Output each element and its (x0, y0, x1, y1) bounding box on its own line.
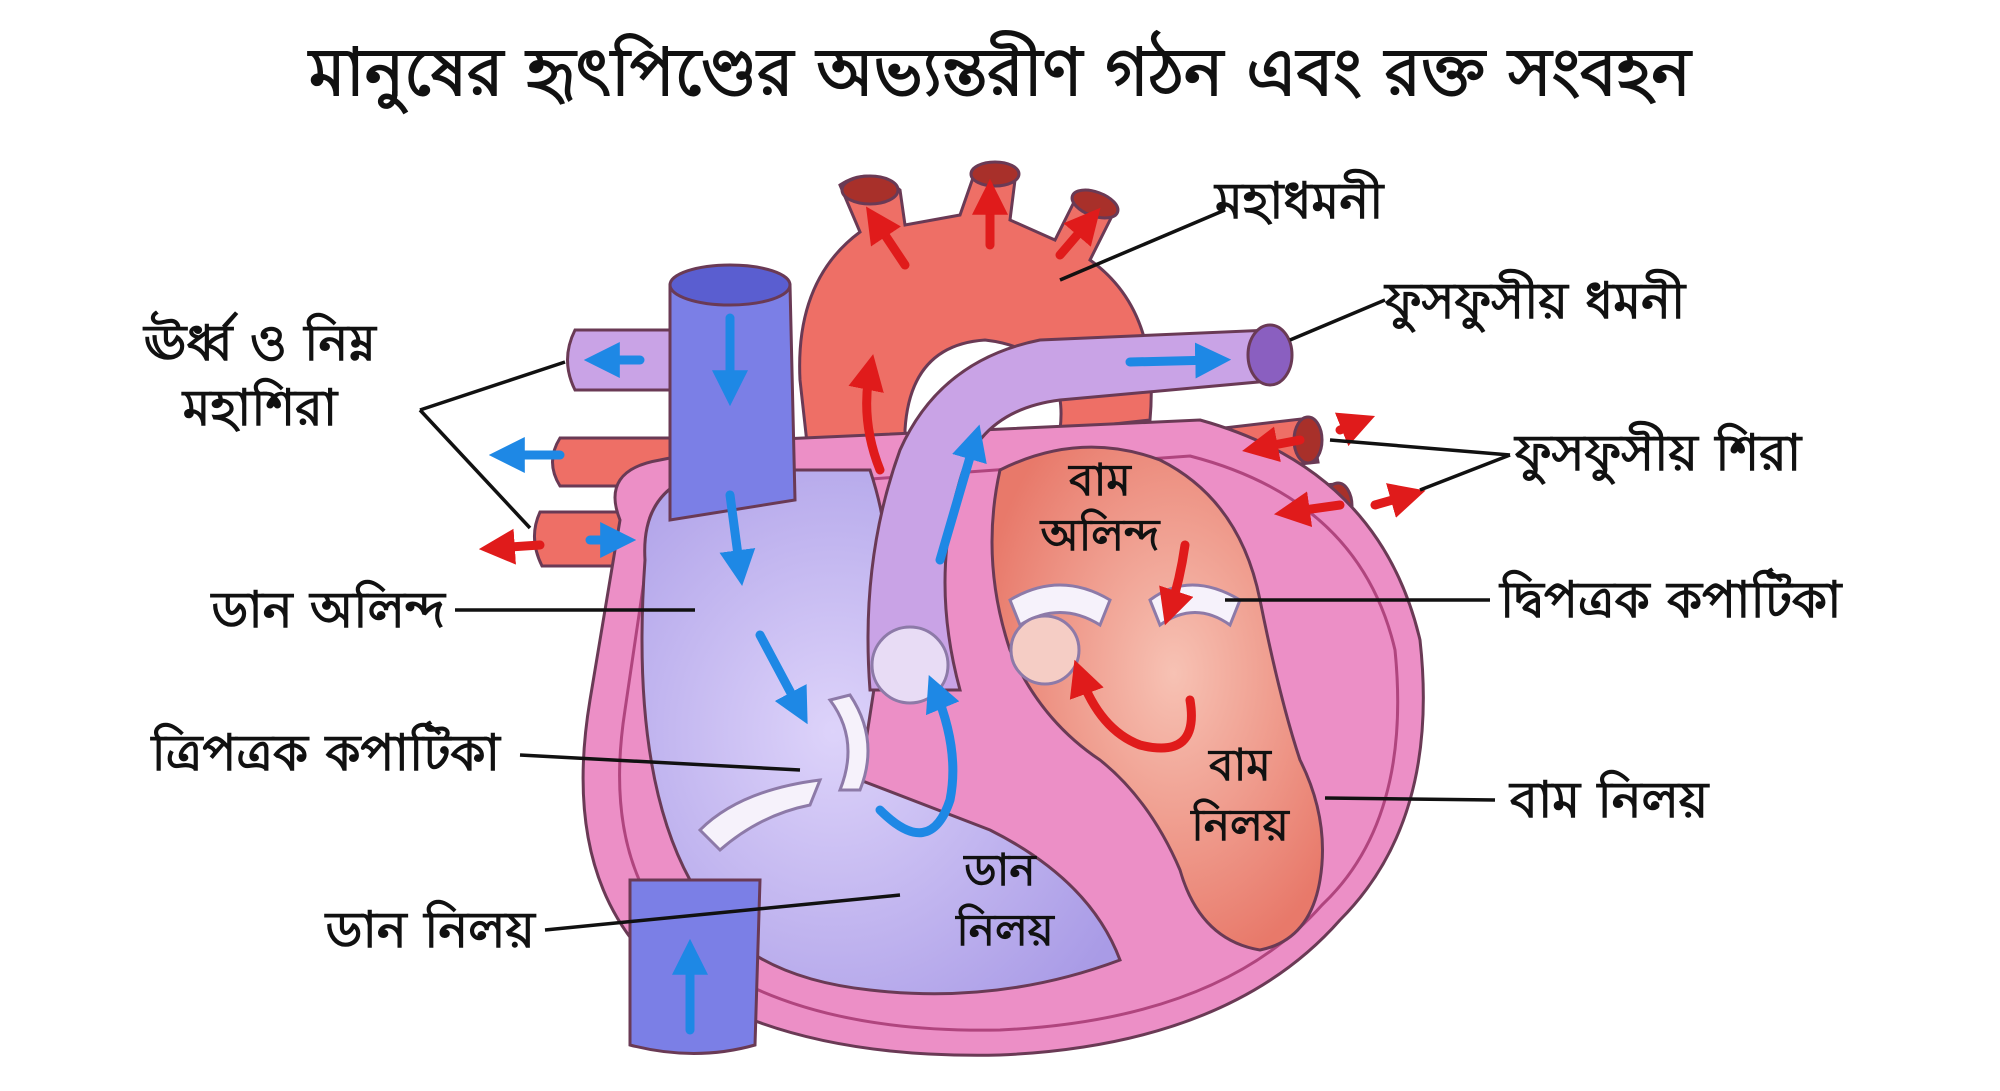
label-bicuspid-valve: দ্বিপত্রক কপাটিকা (1498, 567, 1843, 629)
label-left-ventricle: বাম নিলয় (1508, 770, 1710, 829)
inner-label-left-ventricle-1: বাম (1207, 740, 1272, 791)
inner-label-left-atrium-2: অলিন্দ (1039, 508, 1161, 561)
label-vena-cava-line2: মহাশিরা (181, 378, 339, 437)
blue-flow-arrows (488, 313, 1232, 1035)
label-tricuspid-valve: ত্রিপত্রক কপাটিকা (149, 720, 501, 782)
red-flow-arrows (478, 178, 1426, 753)
label-aorta: মহাধমনী (1213, 168, 1385, 230)
leader-lines (418, 208, 1511, 932)
left-chambers (990, 445, 1324, 952)
inner-label-right-ventricle-2: নিলয় (954, 903, 1056, 956)
inner-label-right-ventricle-1: ডান (962, 845, 1037, 896)
inner-label-left-atrium-1: বাম (1067, 455, 1132, 506)
vena-cava (628, 263, 797, 1055)
right-chambers (640, 468, 1122, 996)
label-pulmonary-veins: ফুসফুসীয় শিরা (1513, 420, 1803, 485)
label-right-atrium: ডান অলিন্দ (209, 580, 446, 639)
label-pulmonary-artery: ফুসফুসীয় ধমনী (1383, 268, 1687, 333)
inner-label-left-ventricle-2: নিলয় (1189, 798, 1291, 851)
diagram-title: মানুষের হৃৎপিণ্ডের অভ্যন্তরীণ গঠন এবং রক… (307, 29, 1694, 115)
label-vena-cava-line1: ঊর্ধ্ব ও নিম্ন (142, 309, 378, 372)
label-right-ventricle: ডান নিলয় (324, 900, 537, 959)
